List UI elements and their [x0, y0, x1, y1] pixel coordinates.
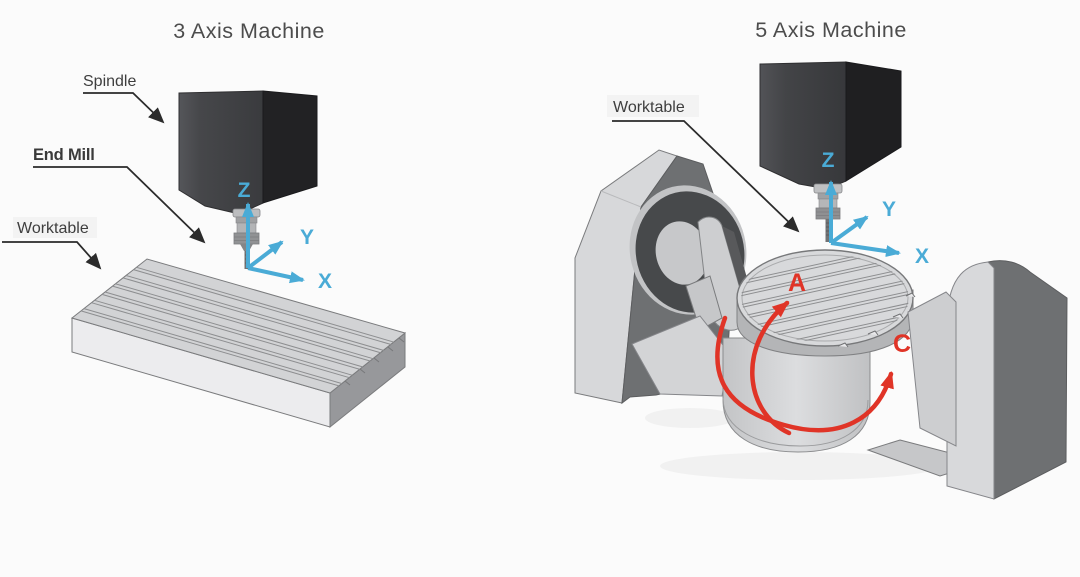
shadow-center — [660, 452, 940, 480]
worktable-right-label-bg — [607, 95, 699, 117]
collet-5axis — [813, 183, 843, 220]
y-axis-label-5: Y — [882, 198, 896, 221]
x-axis-label-5: X — [915, 245, 929, 268]
worktable-right-label: Worktable — [613, 99, 685, 116]
trunnion-right-support — [907, 260, 1068, 500]
x-axis-arrow-5 — [830, 241, 901, 258]
spindle5-side-face — [845, 61, 902, 182]
worktable-leader-arrow — [2, 241, 102, 270]
worktable-label-bg — [13, 217, 97, 238]
rotary-table-pedestal — [722, 337, 871, 453]
five-axis-machine-figure: 5 Axis Machine — [574, 18, 1068, 500]
table-slot-notches — [837, 292, 916, 348]
end-mill-label: End Mill — [33, 146, 95, 164]
y-axis-arrow-5 — [829, 215, 869, 245]
x-axis-label: X — [318, 270, 332, 293]
worktable-top-face — [70, 258, 407, 394]
bearing-bore — [655, 221, 709, 285]
y-axis-label: Y — [300, 226, 314, 249]
x-axis-arrow — [247, 266, 305, 284]
clevis-arm-right — [907, 291, 957, 447]
worktable-3axis — [70, 258, 407, 429]
three-axis-machine-figure: 3 Axis Machine — [2, 19, 407, 429]
axis-triad-3axis: Z Y X — [238, 179, 332, 293]
worktable-t-slots — [80, 266, 405, 387]
shadow-left — [645, 408, 735, 428]
spindle-3axis — [178, 90, 318, 269]
rotation-arrows: A C — [715, 269, 911, 436]
z-axis-label-5: Z — [822, 149, 835, 172]
spindle-5axis — [759, 61, 902, 242]
end-mill-leader-arrow — [33, 166, 206, 244]
c-axis-arrow — [715, 315, 894, 433]
worktable-right-leader-arrow — [612, 120, 800, 233]
spindle-side-face — [262, 90, 318, 204]
a-axis-arrow — [750, 300, 792, 436]
spindle-leader-arrow — [83, 92, 165, 124]
end-mill-5axis — [825, 219, 831, 242]
z-axis-label: Z — [238, 179, 251, 202]
c-axis-label: C — [893, 330, 911, 358]
t-slot-notches — [344, 337, 405, 386]
callout-worktable-right: Worktable — [607, 95, 800, 233]
callout-end-mill: End Mill — [33, 146, 206, 244]
yoke-strip — [685, 275, 723, 331]
three-axis-title: 3 Axis Machine — [173, 19, 325, 43]
cradle-arm — [631, 216, 756, 397]
a-axis-label: A — [788, 269, 806, 297]
y-axis-arrow — [246, 240, 284, 270]
table-slots — [741, 254, 909, 342]
callout-spindle: Spindle — [83, 73, 165, 124]
table-top-rim — [741, 254, 909, 342]
five-axis-title: 5 Axis Machine — [755, 18, 907, 42]
right-support-dark-face — [987, 260, 1068, 500]
worktable-label: Worktable — [17, 220, 89, 237]
spindle-label: Spindle — [83, 73, 136, 90]
axis-triad-5axis: Z Y X — [822, 149, 929, 268]
callout-worktable-left: Worktable — [2, 217, 102, 270]
